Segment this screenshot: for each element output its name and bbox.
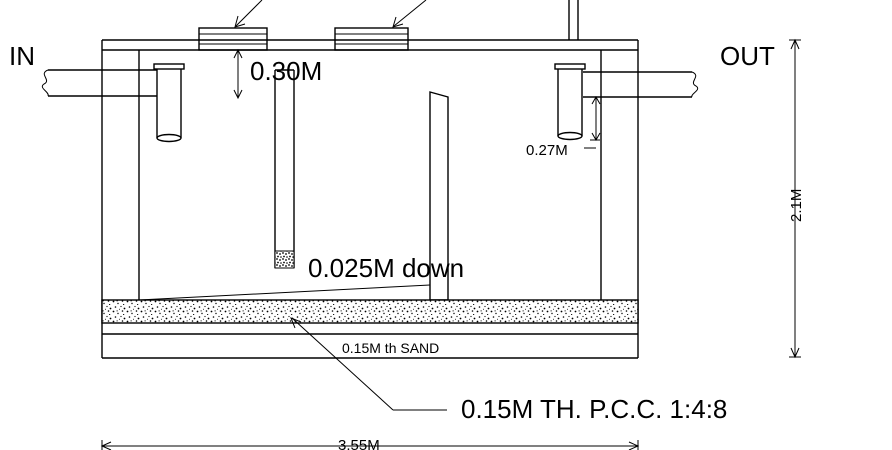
manhole-cover-left <box>198 27 268 51</box>
top-slab <box>101 39 639 51</box>
manhole-cover-right <box>334 27 409 51</box>
height-dimension <box>789 38 801 359</box>
clearance-label: 0.30M <box>250 56 322 86</box>
leader-arrow-left <box>234 0 263 28</box>
sand-layer <box>101 299 639 324</box>
outlet-drop-label: 0.27M <box>526 142 568 159</box>
height-label: 2.1M <box>788 189 805 222</box>
length-dimension <box>100 440 640 450</box>
outlet-pipe <box>554 63 699 141</box>
leader-arrow-right <box>392 0 427 28</box>
sand-label: 0.15M th SAND <box>342 340 439 356</box>
pcc-layer <box>102 333 638 359</box>
floor-slope <box>138 284 601 301</box>
length-label: 3.55M <box>338 437 380 450</box>
inlet-label: IN <box>9 41 35 71</box>
pcc-label: 0.15M TH. P.C.C. 1:4:8 <box>461 394 727 424</box>
vent-pipe <box>568 0 579 40</box>
outlet-drop-dimension <box>584 95 601 149</box>
baffle-wall <box>274 69 295 269</box>
outlet-label: OUT <box>720 41 775 71</box>
inlet-pipe <box>41 63 185 143</box>
clearance-dimension <box>233 48 243 100</box>
slope-label: 0.025M down <box>308 253 464 283</box>
pcc-leader <box>290 317 447 411</box>
